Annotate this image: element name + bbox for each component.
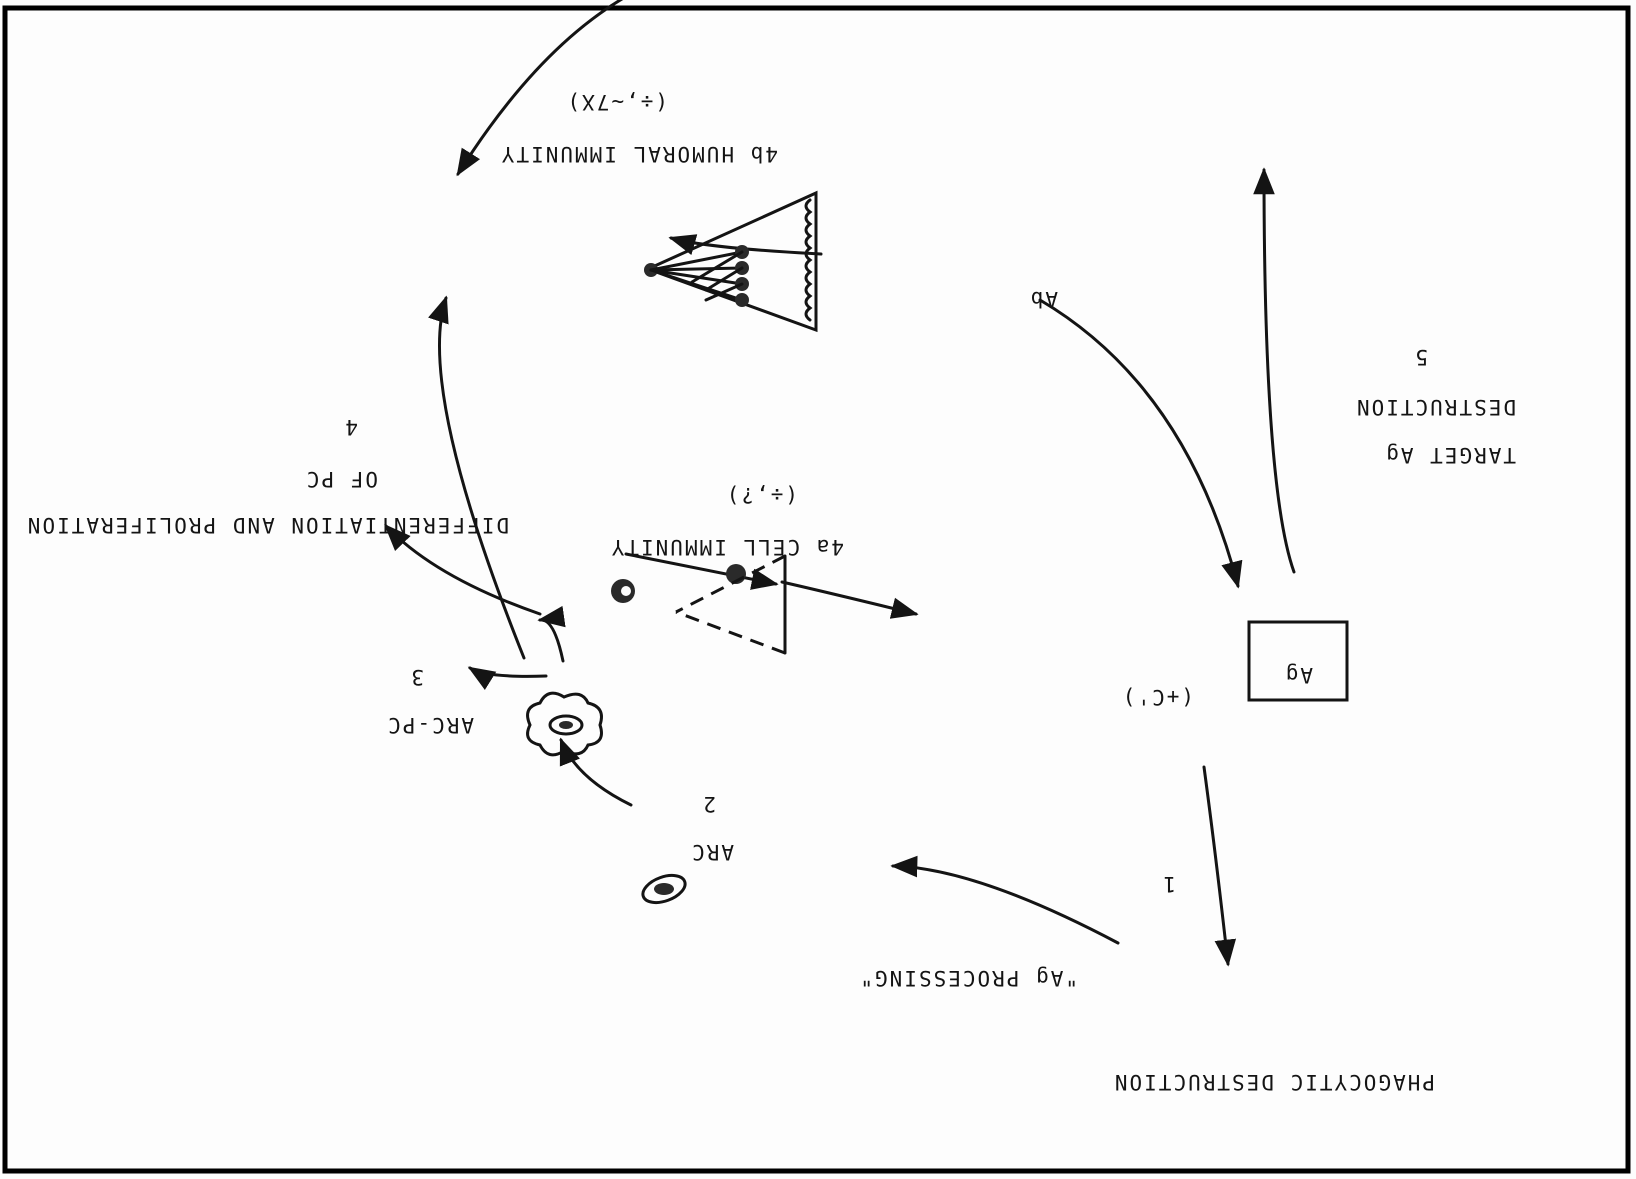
cell-immunity-label: 4a CELL IMMUNITY xyxy=(610,535,844,559)
destruction-label: DESTRUCTION xyxy=(1355,395,1516,419)
humoral-immunity-label: 4b HUMORAL IMMUNITY xyxy=(500,142,778,166)
arc-nucleus-icon xyxy=(654,883,674,895)
humoral-sign-label: (÷,~7X) xyxy=(565,90,668,114)
complement-label: (+C') xyxy=(1121,685,1194,709)
phagocytic-destruction-arrow xyxy=(1204,767,1228,964)
arc-label: ARC xyxy=(690,840,734,864)
step-4-label: 4 xyxy=(343,415,358,439)
arc-to-arcpc-arrow xyxy=(561,740,631,805)
humoral-immunity-triangle xyxy=(644,193,816,330)
killer-to-ag-arrow xyxy=(782,582,916,614)
ag-processing-label: "Ag PROCESSING" xyxy=(858,966,1078,990)
arcpc-to-cell-arrow xyxy=(540,620,563,661)
target-ag-label: TARGET Ag xyxy=(1384,443,1516,467)
antibody-label: Ab xyxy=(1029,287,1058,311)
of-pc-label: OF PC xyxy=(305,467,378,491)
processing-to-arc-arrow xyxy=(893,866,1118,943)
ag-box-label: Ag xyxy=(1284,663,1313,687)
ab-to-ag-arrow xyxy=(1040,300,1238,586)
arcpc-tail xyxy=(470,668,546,676)
rotated-content: 4b HUMORAL IMMUNITY (÷,~7X) Ab TARGET Ag… xyxy=(26,0,1516,1094)
phagocytic-destruction-label: PHAGOCYTIC DESTRUCTION xyxy=(1113,1070,1435,1094)
antigen-box xyxy=(1249,622,1347,700)
plasma-cell-core xyxy=(621,586,631,596)
step-5-label: 5 xyxy=(1413,345,1428,369)
differentiation-label: DIFFERENTIATION AND PROLIFERATION xyxy=(26,513,509,537)
step-3-label: 3 xyxy=(409,665,424,689)
ag-to-1-arrow xyxy=(1264,170,1294,572)
step-1-label: 1 xyxy=(1161,872,1176,896)
cell-sign-label: (÷,?) xyxy=(725,483,798,507)
arc-pc-label: ARC-PC xyxy=(386,713,474,737)
step-2-label: 2 xyxy=(701,792,716,816)
arcpc-to-pc-arrow xyxy=(386,526,540,614)
